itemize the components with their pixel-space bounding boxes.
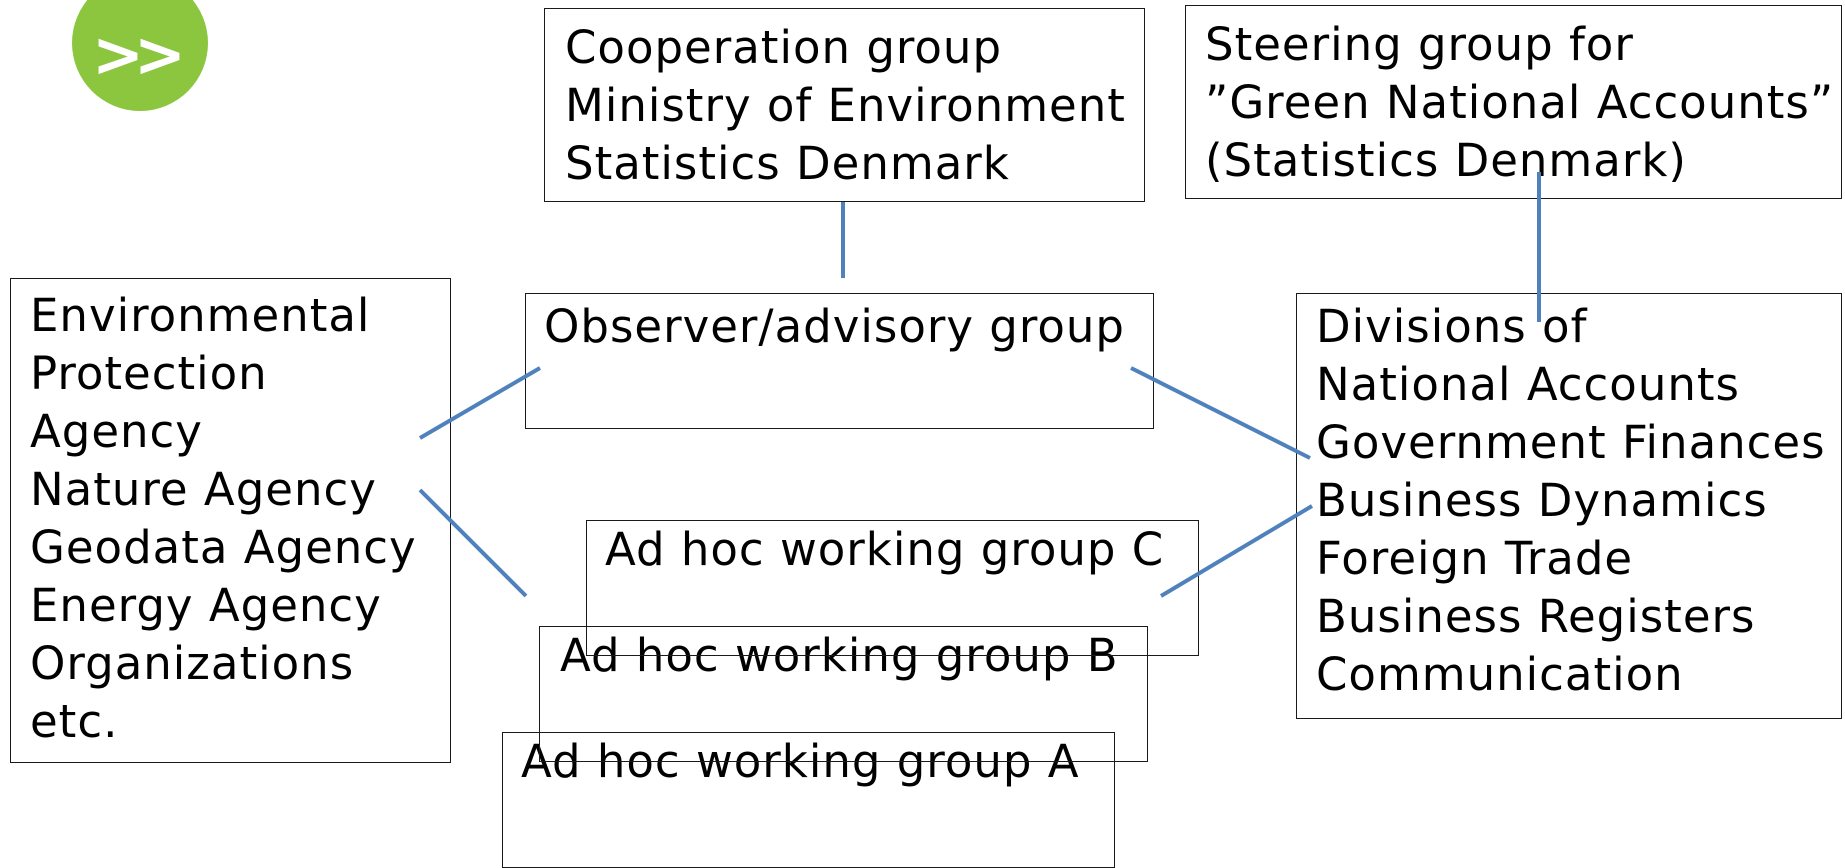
agency-item: Organizations (30, 637, 355, 690)
agency-item: Protection (30, 347, 268, 400)
agency-item: Energy Agency (30, 579, 382, 632)
working-group-c-label: Ad hoc working group C (605, 523, 1165, 576)
cooperation-group-title: Cooperation group (565, 21, 1003, 74)
cooperation-group-box: Cooperation group Ministry of Environmen… (544, 8, 1145, 202)
division-item: Communication (1316, 648, 1684, 701)
division-item: National Accounts (1316, 358, 1740, 411)
agency-item: Nature Agency (30, 463, 377, 516)
agency-item: Environmental (30, 289, 371, 342)
observer-group-box: Observer/advisory group (525, 293, 1154, 429)
agencies-box: Environmental Protection Agency Nature A… (10, 278, 451, 763)
agency-item: Agency (30, 405, 203, 458)
agency-item: etc. (30, 695, 119, 748)
steering-group-box: Steering group for ”Green National Accou… (1185, 5, 1842, 199)
steering-group-title: Steering group for (1205, 18, 1634, 71)
divisions-box: Divisions of National Accounts Governmen… (1296, 293, 1842, 719)
division-item: Divisions of (1316, 300, 1588, 353)
division-item: Business Registers (1316, 590, 1756, 643)
steering-group-subtitle: ”Green National Accounts” (1205, 76, 1835, 129)
division-item: Business Dynamics (1316, 474, 1768, 527)
cooperation-group-ministry: Ministry of Environment (565, 79, 1126, 132)
cooperation-group-statistics: Statistics Denmark (565, 137, 1010, 190)
connector-observer-divisions (1130, 366, 1311, 460)
double-chevron-right-icon: >> (92, 17, 186, 91)
working-group-c-box: Ad hoc working group C (586, 520, 1199, 656)
observer-group-label: Observer/advisory group (544, 300, 1125, 353)
division-item: Foreign Trade (1316, 532, 1634, 585)
agency-item: Geodata Agency (30, 521, 417, 574)
next-slide-button[interactable]: >> (72, 0, 208, 111)
steering-group-owner: (Statistics Denmark) (1205, 134, 1687, 187)
division-item: Government Finances (1316, 416, 1826, 469)
